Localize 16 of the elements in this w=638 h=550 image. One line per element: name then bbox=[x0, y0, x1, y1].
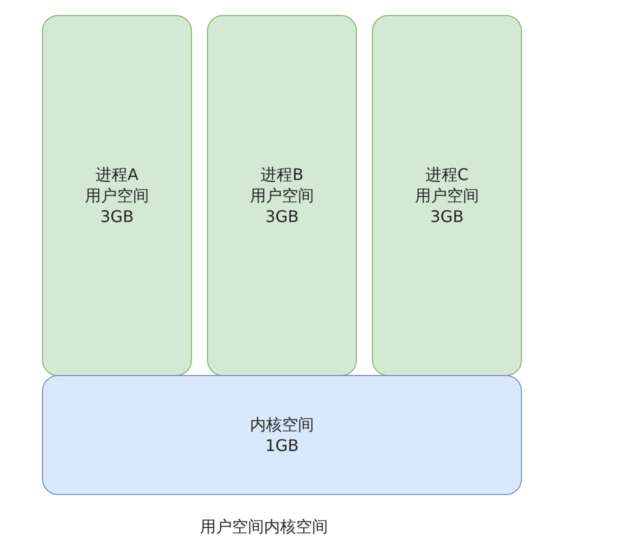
box-label: 1GB bbox=[265, 435, 299, 456]
kernel-space-box bbox=[42, 375, 522, 495]
box-label: 进程C bbox=[425, 164, 469, 185]
box-label: 进程A bbox=[96, 164, 138, 185]
box-label: 进程B bbox=[260, 164, 304, 185]
box-label: 内核空间 bbox=[250, 414, 314, 435]
box-label: 用户空间 bbox=[85, 185, 149, 206]
caption: 用户空间内核空间 bbox=[200, 517, 328, 538]
box-label: 用户空间 bbox=[250, 185, 314, 206]
box-label: 3GB bbox=[100, 206, 134, 227]
process-box bbox=[207, 15, 357, 376]
box-label: 3GB bbox=[430, 206, 464, 227]
process-box bbox=[42, 15, 192, 376]
box-label: 用户空间 bbox=[415, 185, 479, 206]
box-label: 3GB bbox=[265, 206, 299, 227]
process-box bbox=[372, 15, 522, 376]
